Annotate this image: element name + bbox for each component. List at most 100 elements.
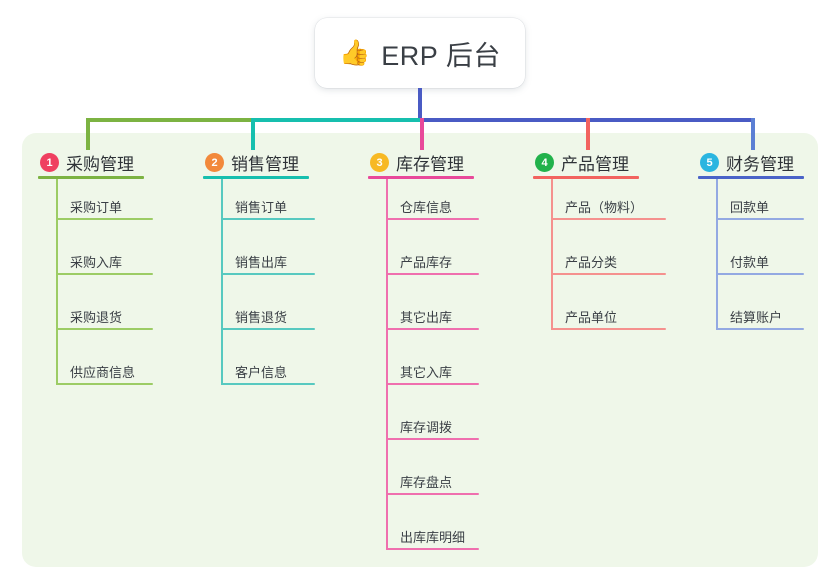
connector-segment-4 (586, 118, 755, 122)
leaf-node[interactable]: 销售订单 (221, 182, 315, 220)
branch-underline (698, 176, 804, 179)
branch-underline (368, 176, 474, 179)
leaf-node-underline (716, 218, 804, 220)
leaf-node-label: 其它出库 (400, 310, 453, 325)
leaf-node[interactable]: 销售退货 (221, 292, 315, 330)
leaf-node-label: 销售订单 (235, 200, 288, 215)
leaf-node-label: 出库库明细 (400, 530, 466, 545)
leaf-node-underline (386, 383, 479, 385)
leaf-node[interactable]: 供应商信息 (56, 347, 153, 385)
leaf-node[interactable]: 采购退货 (56, 292, 153, 330)
leaf-node-underline (56, 328, 153, 330)
branch-underline (38, 176, 144, 179)
leaf-node-underline (716, 273, 804, 275)
leaf-node-label: 其它入库 (400, 365, 453, 380)
leaf-node[interactable]: 产品单位 (551, 292, 666, 330)
branch-title: 库存管理 (396, 155, 464, 174)
leaf-node-label: 产品库存 (400, 255, 453, 270)
branch-header-1[interactable]: 1 采购管理 (40, 150, 134, 175)
connector-drop-2 (251, 118, 255, 150)
leaf-node-underline (221, 273, 315, 275)
branch-number-badge: 2 (205, 153, 224, 172)
leaf-node-label: 供应商信息 (70, 365, 136, 380)
leaf-node[interactable]: 其它入库 (386, 347, 479, 385)
leaf-node[interactable]: 库存盘点 (386, 457, 479, 495)
leaf-node-label: 销售退货 (235, 310, 288, 325)
leaf-node-label: 采购入库 (70, 255, 123, 270)
branch-underline (203, 176, 309, 179)
leaf-node[interactable]: 采购订单 (56, 182, 153, 220)
root-stem (418, 88, 422, 122)
leaf-node-underline (386, 273, 479, 275)
branch-number-badge: 5 (700, 153, 719, 172)
branch-title: 财务管理 (726, 155, 794, 174)
branch-number-badge: 1 (40, 153, 59, 172)
leaf-node[interactable]: 产品（物料） (551, 182, 666, 220)
branch-header-3[interactable]: 3 库存管理 (370, 150, 464, 175)
branch-spine-2 (221, 179, 223, 385)
branch-spine-5 (716, 179, 718, 330)
leaf-node[interactable]: 销售出库 (221, 237, 315, 275)
root-node-title: ERP 后台 (381, 40, 501, 71)
leaf-node-label: 仓库信息 (400, 200, 453, 215)
branch-header-2[interactable]: 2 销售管理 (205, 150, 299, 175)
branch-spine-4 (551, 179, 553, 330)
leaf-node[interactable]: 采购入库 (56, 237, 153, 275)
branch-title: 销售管理 (231, 155, 299, 174)
leaf-node-underline (56, 218, 153, 220)
leaf-node[interactable]: 其它出库 (386, 292, 479, 330)
branch-number-badge: 3 (370, 153, 389, 172)
leaf-node-label: 结算账户 (730, 310, 783, 325)
leaf-node-label: 付款单 (730, 255, 770, 270)
connector-drop-3 (420, 118, 424, 150)
leaf-node-label: 库存盘点 (400, 475, 453, 490)
leaf-node-underline (56, 383, 153, 385)
leaf-node-underline (221, 383, 315, 385)
leaf-node[interactable]: 出库库明细 (386, 512, 479, 550)
branch-underline (533, 176, 639, 179)
branch-title: 采购管理 (66, 155, 134, 174)
connector-drop-4 (586, 118, 590, 150)
root-node-erp-backend[interactable]: 👍 ERP 后台 (315, 18, 525, 88)
connector-drop-1 (86, 118, 90, 150)
leaf-node-underline (386, 218, 479, 220)
leaf-node[interactable]: 回款单 (716, 182, 804, 220)
leaf-node[interactable]: 客户信息 (221, 347, 315, 385)
leaf-node[interactable]: 结算账户 (716, 292, 804, 330)
leaf-node-label: 产品分类 (565, 255, 618, 270)
connector-segment-1 (86, 118, 255, 122)
leaf-node-underline (221, 328, 315, 330)
leaf-node-label: 采购退货 (70, 310, 123, 325)
leaf-node-label: 客户信息 (235, 365, 288, 380)
leaf-node-label: 销售出库 (235, 255, 288, 270)
thumbs-up-icon: 👍 (339, 38, 371, 67)
branch-title: 产品管理 (561, 155, 629, 174)
leaf-node-underline (551, 273, 666, 275)
connector-segment-3 (420, 118, 590, 122)
branch-spine-1 (56, 179, 58, 385)
leaf-node-label: 回款单 (730, 200, 770, 215)
leaf-node-label: 库存调拨 (400, 420, 453, 435)
connector-segment-2 (251, 118, 424, 122)
leaf-node[interactable]: 产品库存 (386, 237, 479, 275)
leaf-node[interactable]: 付款单 (716, 237, 804, 275)
leaf-node-underline (386, 438, 479, 440)
leaf-node-underline (56, 273, 153, 275)
leaf-node-underline (221, 218, 315, 220)
leaf-node[interactable]: 产品分类 (551, 237, 666, 275)
leaf-node[interactable]: 库存调拨 (386, 402, 479, 440)
leaf-node-underline (551, 328, 666, 330)
branch-header-5[interactable]: 5 财务管理 (700, 150, 794, 175)
leaf-node-underline (551, 218, 666, 220)
leaf-node-label: 采购订单 (70, 200, 123, 215)
leaf-node-underline (386, 548, 479, 550)
connector-drop-5 (751, 118, 755, 150)
leaf-node[interactable]: 仓库信息 (386, 182, 479, 220)
branch-spine-3 (386, 179, 388, 550)
leaf-node-underline (386, 493, 479, 495)
leaf-node-label: 产品（物料） (565, 200, 644, 215)
leaf-node-underline (386, 328, 479, 330)
leaf-node-label: 产品单位 (565, 310, 618, 325)
